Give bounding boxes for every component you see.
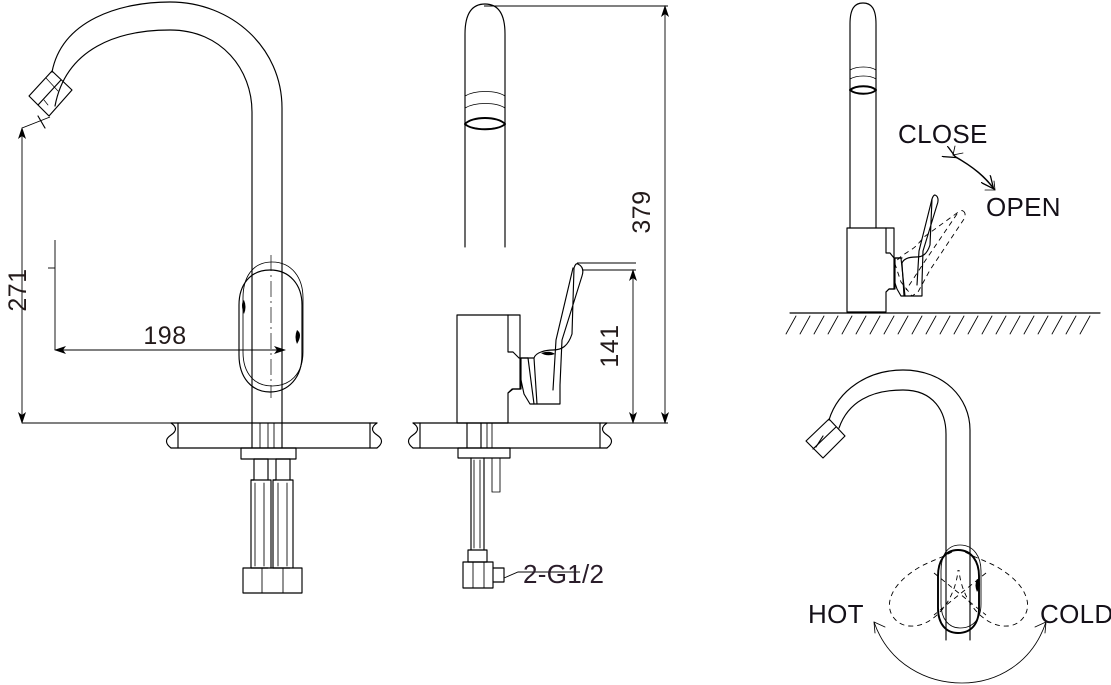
supply-hose-side <box>462 457 505 589</box>
mounting-shank-side <box>457 422 511 459</box>
close-open-arrow <box>953 145 996 191</box>
dimension-198-label: 198 <box>143 322 186 350</box>
spout-tube-side <box>464 3 506 248</box>
handle-capsule-front <box>238 255 304 398</box>
close-label: CLOSE <box>898 119 988 149</box>
counter-deck-side <box>407 422 613 449</box>
dimension-271: 271 <box>4 116 180 424</box>
dimension-379-label: 379 <box>628 190 656 233</box>
dimension-141-label: 141 <box>596 324 624 367</box>
dimension-198: 198 <box>48 240 286 354</box>
cold-label: COLD <box>1040 599 1111 629</box>
view-lever-operation: CLOSE OPEN <box>785 2 1101 335</box>
callout-thread: 2-G1/2 <box>503 559 604 589</box>
faucet-body-operation <box>846 227 902 313</box>
spout-nozzle-top <box>805 418 846 459</box>
view-side-elevation: 2-G1/2 379 141 <box>407 3 669 589</box>
hot-label: HOT <box>808 599 864 629</box>
counter-deck-front <box>165 422 383 449</box>
dimension-141: 141 <box>577 262 637 424</box>
spout-nozzle <box>28 70 73 117</box>
open-label: OPEN <box>986 192 1061 222</box>
hot-cold-arrows <box>873 621 1047 684</box>
view-swivel-operation: HOT COLD <box>805 369 1111 684</box>
faucet-body-side <box>456 314 529 424</box>
mounting-shank-front <box>240 417 297 460</box>
handle-capsule-top <box>937 544 982 634</box>
handle-swivel-ghosts <box>888 551 1029 627</box>
lever-handle-side <box>520 263 584 405</box>
lever-handle-closed <box>894 194 939 297</box>
ground-line-operation <box>785 312 1101 335</box>
spout-tube-operation <box>849 2 877 229</box>
lever-handle-open-ghost <box>894 210 966 297</box>
callout-thread-label: 2-G1/2 <box>523 559 604 589</box>
dimension-271-label: 271 <box>4 268 32 311</box>
dimension-379: 379 <box>484 5 669 424</box>
view-front-elevation: 271 198 <box>4 1 383 594</box>
supply-hoses-front <box>242 458 303 594</box>
